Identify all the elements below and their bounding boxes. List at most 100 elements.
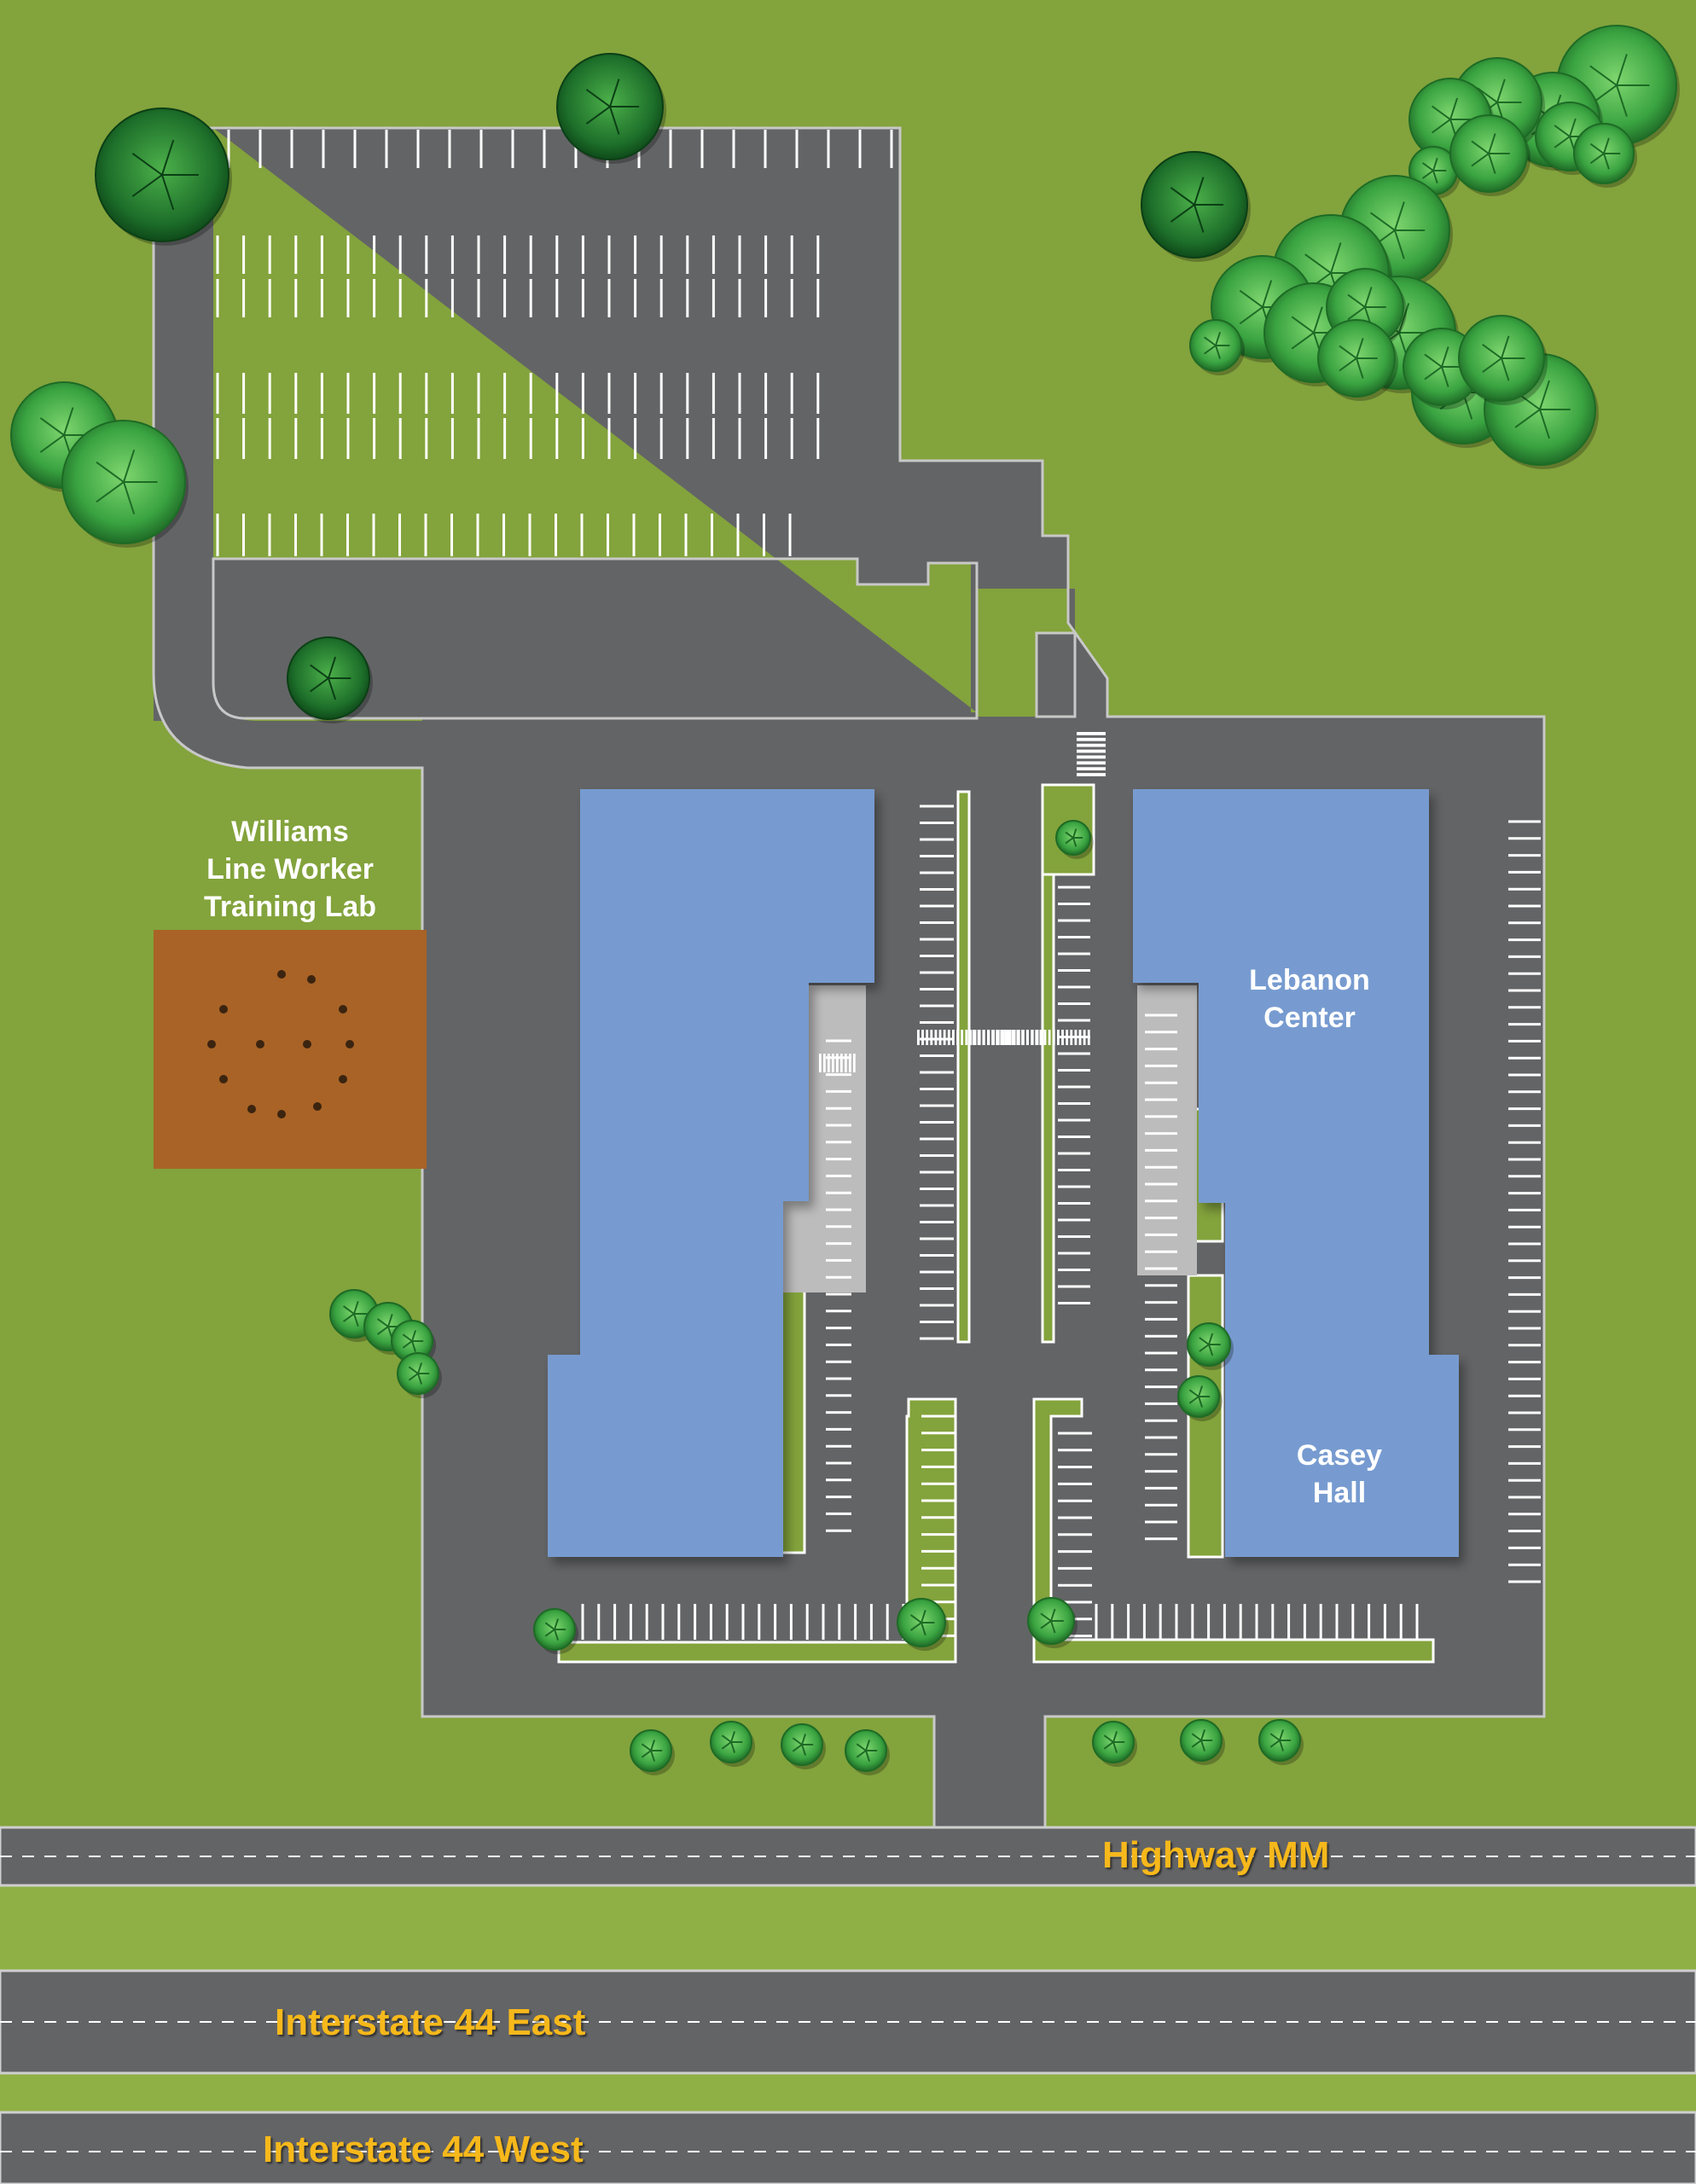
crosswalk-stripe: [921, 1030, 924, 1045]
training-lab-pole: [207, 1040, 216, 1048]
roads: [0, 1826, 1696, 2184]
crosswalk-stripe: [947, 1030, 950, 1045]
training-lab-pole: [339, 1005, 347, 1014]
crosswalk-stripe: [977, 1030, 980, 1045]
crosswalk-stripe: [965, 1030, 968, 1045]
tree-icon: [1177, 1375, 1223, 1421]
crosswalk-stripe: [1021, 1030, 1025, 1045]
sidewalks: [781, 985, 1197, 1292]
tree-icon: [1187, 1322, 1234, 1370]
crosswalk-stripe: [956, 1030, 959, 1045]
training-lab-pole: [219, 1075, 228, 1083]
training-lab-pole: [303, 1040, 311, 1048]
tree-icon: [1573, 123, 1637, 188]
crosswalk-stripe: [828, 1054, 830, 1072]
crosswalk-stripe: [926, 1030, 929, 1045]
crosswalk-stripe: [849, 1054, 851, 1072]
pavement-outline: [152, 126, 1546, 1828]
training-lab-pole: [339, 1075, 347, 1083]
tree-icon: [710, 1721, 755, 1767]
williams-lab-label-line3: Training Lab: [203, 891, 377, 923]
tree-icon: [781, 1723, 826, 1769]
tree-icon: [897, 1598, 949, 1651]
tree-icon: [630, 1729, 675, 1775]
crosswalk-stripe: [930, 1030, 933, 1045]
casey-hall-label-line1: Casey: [1296, 1439, 1383, 1472]
training-lab-pole: [277, 1110, 286, 1118]
crosswalk-stripe: [1077, 749, 1106, 753]
crosswalk-stripe: [1013, 1030, 1016, 1045]
tree-icon: [1092, 1721, 1137, 1767]
training-lab-pole: [277, 970, 286, 979]
tree-icon: [1458, 315, 1548, 405]
williams-lab-label-line1: Williams: [231, 816, 349, 848]
tree-icon: [397, 1352, 442, 1398]
training-lab-pole: [219, 1005, 228, 1014]
training-lab-pole: [313, 1102, 322, 1111]
tree-icon: [533, 1608, 578, 1654]
crosswalk-stripe: [982, 1030, 985, 1045]
crosswalk-stripe: [1000, 1030, 1003, 1045]
west-building: [548, 789, 874, 1557]
training-lab-pole: [247, 1105, 256, 1113]
crosswalk-stripe: [987, 1030, 990, 1045]
training-lab-pole: [307, 975, 316, 984]
highway-mm-label: Highway MM: [1102, 1834, 1330, 1876]
tree-icon: [1055, 820, 1094, 859]
tree-icon: [61, 420, 189, 548]
training-lab-pole: [346, 1040, 354, 1048]
crosswalk-stripe: [991, 1030, 995, 1045]
east-building: [1133, 789, 1459, 1557]
median-strip-2: [0, 2073, 1696, 2111]
crosswalk-stripe: [1052, 1030, 1055, 1045]
crosswalk-stripe: [1036, 1030, 1039, 1045]
crosswalk-stripe: [819, 1054, 822, 1072]
lebanon-center-label-line2: Center: [1263, 1002, 1356, 1034]
crosswalk-stripe: [1074, 1030, 1077, 1045]
crosswalk-stripe: [823, 1054, 826, 1072]
tree-icon: [1027, 1597, 1077, 1648]
crosswalk-stripe: [1007, 1030, 1010, 1045]
casey-hall-label: Casey Hall: [1228, 1437, 1450, 1512]
crosswalk-stripe: [961, 1030, 964, 1045]
crosswalk-stripe: [1002, 1030, 1005, 1045]
i44-west-road: [0, 2111, 1696, 2184]
i44-west-label: Interstate 44 West: [263, 2129, 584, 2170]
i44-east-label: Interstate 44 East: [275, 2001, 586, 2043]
tree-icon: [287, 636, 373, 723]
crosswalk-stripe: [1011, 1030, 1014, 1045]
crosswalk-stripe: [1048, 1030, 1051, 1045]
crosswalk-stripe: [996, 1030, 1000, 1045]
crosswalk-stripe: [1025, 1030, 1029, 1045]
crosswalk-stripe: [1077, 743, 1106, 747]
crosswalks: [819, 732, 1106, 1072]
tree-icon: [845, 1729, 890, 1775]
crosswalk-stripe: [1008, 1030, 1012, 1045]
williams-lab-label: Williams Line Worker Training Lab: [154, 813, 427, 926]
crosswalk-stripe: [1004, 1030, 1008, 1045]
crosswalk-stripe: [1077, 767, 1106, 771]
tree-icon: [1180, 1719, 1225, 1765]
buildings: [548, 789, 1459, 1557]
crosswalk-stripe: [845, 1054, 847, 1072]
crosswalk-stripe: [1016, 1030, 1019, 1045]
crosswalk-stripe: [1083, 1030, 1086, 1045]
tree-icon: [1449, 114, 1530, 196]
tree-icon: [556, 53, 666, 164]
trees: [10, 25, 1680, 1775]
crosswalk-stripe: [943, 1030, 946, 1045]
crosswalk-stripe: [1077, 755, 1106, 759]
crosswalk-stripe: [1066, 1030, 1069, 1045]
tree-icon: [1258, 1719, 1304, 1765]
training-lab-ground: [154, 930, 427, 1169]
tree-icon: [95, 107, 232, 246]
crosswalk-stripe: [1077, 773, 1106, 776]
lebanon-center-label: Lebanon Center: [1199, 961, 1420, 1037]
crosswalk-stripe: [1031, 1030, 1034, 1045]
crosswalk-stripe: [1077, 761, 1106, 765]
casey-hall-label-line2: Hall: [1312, 1477, 1367, 1509]
crosswalk-stripe: [836, 1054, 839, 1072]
crosswalk-stripe: [1061, 1030, 1064, 1045]
crosswalk-stripe: [1057, 1030, 1060, 1045]
